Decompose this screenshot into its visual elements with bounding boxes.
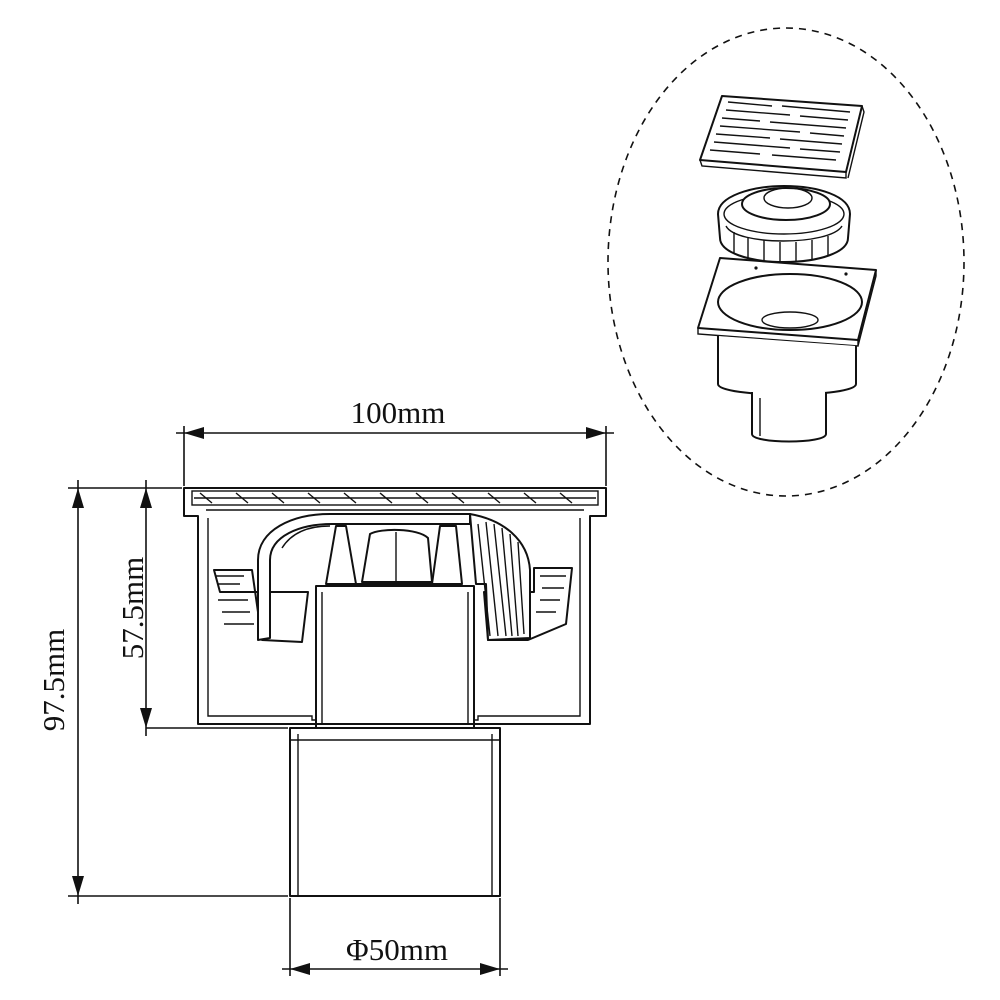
body-height-label: 57.5mm [115,557,150,659]
outlet-diameter-label: Φ50mm [346,932,448,967]
drain-body-icon [697,257,877,443]
grate-slots [199,492,573,504]
width-label: 100mm [351,395,446,430]
rib-lines [477,521,525,637]
dashed-callout-ellipse [607,27,965,497]
drain-section-view [183,487,607,897]
total-height-label: 97.5mm [36,629,71,731]
dimension-outlet-diameter: Φ50mm [282,898,508,976]
dimension-width: 100mm [176,395,614,486]
trap-insert-icon [717,185,851,263]
grate-cover-icon [699,95,865,179]
dimension-total-height: 97.5mm [36,480,288,904]
dimension-body-height: 57.5mm [115,480,288,736]
exploded-view-callout [607,27,965,497]
